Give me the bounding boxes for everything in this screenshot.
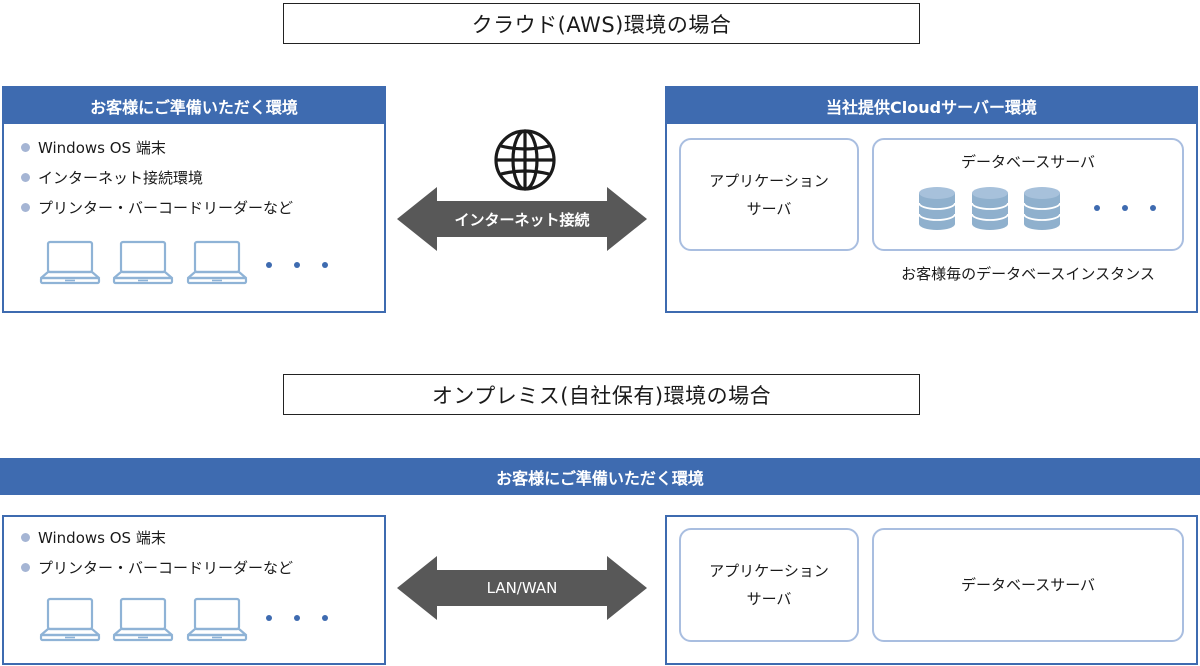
database-icon: [918, 186, 956, 231]
database-icon: [1023, 186, 1061, 231]
list-item: プリンター・バーコードリーダーなど: [21, 552, 293, 582]
app-server-label-line2: サーバ: [746, 199, 792, 218]
onprem-customer-env-list: Windows OS 端末 プリンター・バーコードリーダーなど: [21, 522, 293, 582]
laptop-icon: [112, 597, 174, 642]
list-item: Windows OS 端末: [21, 132, 293, 162]
db-server-label: データベースサーバ: [960, 153, 1096, 171]
database-icon: [971, 186, 1009, 231]
list-item: インターネット接続環境: [21, 162, 293, 192]
lan-wan-arrow: [397, 556, 647, 620]
internet-connection-label: インターネット接続: [454, 210, 590, 229]
bullet-icon: [21, 142, 30, 152]
internet-connection-arrow: [397, 187, 647, 251]
ellipsis-icon: [1094, 205, 1156, 211]
bullet-icon: [21, 202, 30, 212]
db-server-label: データベースサーバ: [960, 576, 1096, 594]
cloud-application-server-box: アプリケーション サーバ: [679, 138, 859, 251]
laptop-icon: [112, 240, 174, 285]
app-server-label-line1: アプリケーション: [709, 562, 829, 580]
app-server-label-line1: アプリケーション: [709, 171, 829, 190]
db-instance-caption: お客様毎のデータベースインスタンス: [901, 265, 1155, 283]
provider-cloud-env-header: 当社提供Cloudサーバー環境: [667, 88, 1196, 124]
cloud-customer-env-list: Windows OS 端末 インターネット接続環境 プリンター・バーコードリーダ…: [21, 132, 293, 222]
onprem-database-server-box: データベースサーバ: [872, 528, 1184, 642]
bullet-icon: [21, 532, 30, 542]
lan-wan-label: LAN/WAN: [486, 579, 558, 597]
onprem-section-title: オンプレミス(自社保有)環境の場合: [283, 374, 920, 415]
list-item: Windows OS 端末: [21, 522, 293, 552]
cloud-customer-env-panel: お客様にご準備いただく環境 Windows OS 端末 インターネット接続環境 …: [2, 86, 386, 313]
laptop-icon: [186, 597, 248, 642]
bullet-icon: [21, 562, 30, 572]
laptop-icon: [39, 597, 101, 642]
laptop-icon: [39, 240, 101, 285]
ellipsis-icon: [266, 262, 328, 268]
cloud-section-title: クラウド(AWS)環境の場合: [283, 3, 920, 44]
onprem-application-server-box: アプリケーション サーバ: [679, 528, 859, 642]
app-server-label-line2: サーバ: [746, 590, 792, 608]
list-item: プリンター・バーコードリーダーなど: [21, 192, 293, 222]
laptop-icon: [186, 240, 248, 285]
onprem-customer-env-panel: Windows OS 端末 プリンター・バーコードリーダーなど: [2, 515, 386, 665]
bullet-icon: [21, 172, 30, 182]
onprem-customer-env-header: お客様にご準備いただく環境: [0, 458, 1200, 495]
globe-icon: [494, 129, 556, 191]
ellipsis-icon: [266, 615, 328, 621]
cloud-customer-env-header: お客様にご準備いただく環境: [4, 88, 384, 124]
